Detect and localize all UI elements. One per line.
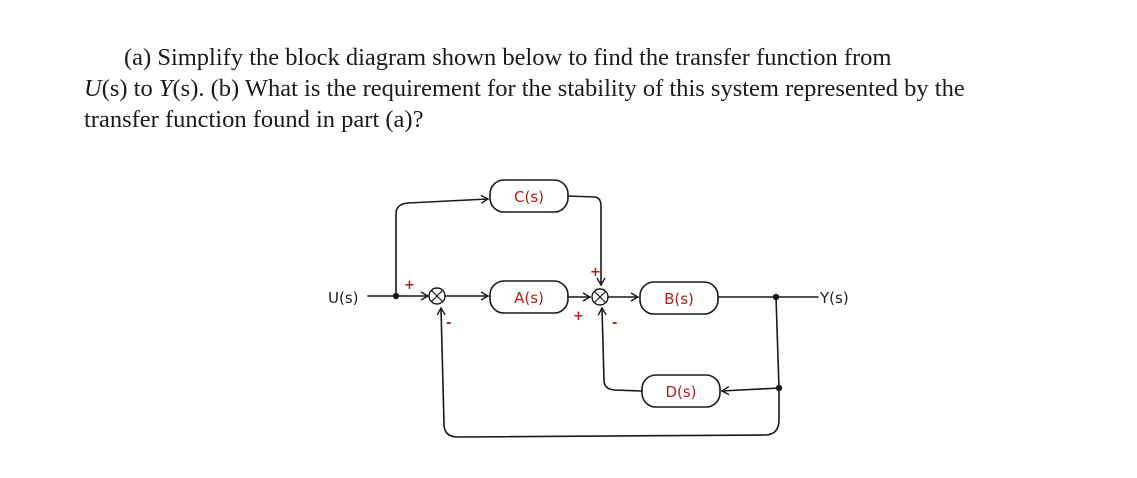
- b-block: [639, 281, 719, 315]
- b-block-label: B(s): [664, 290, 694, 308]
- question-line-2-part-b: (s). (b) What is the requirement for the…: [172, 75, 965, 102]
- u-symbol: U: [84, 75, 102, 102]
- question-line-1: (a) Simplify the block diagram shown bel…: [124, 44, 892, 71]
- question-text: (a) Simplify the block diagram shown bel…: [84, 42, 1094, 135]
- y-down-wire: [436, 296, 780, 438]
- sum1-minus-sign: -: [446, 316, 451, 331]
- d-to-sum2-wire: [597, 306, 643, 392]
- y-to-d-wire: [720, 386, 780, 396]
- a-block-label: A(s): [514, 289, 544, 307]
- question-line-2: U(s) to Y(s). (b) What is the requiremen…: [84, 73, 1094, 104]
- c-input-wire: [395, 194, 490, 297]
- c-block-label: C(s): [514, 188, 544, 206]
- output-label: Y(s): [819, 289, 849, 307]
- d-block-label: D(s): [665, 383, 696, 401]
- question-line-2-part-a: (s) to: [101, 75, 159, 102]
- sum2-minus-sign: -: [612, 316, 617, 331]
- y-symbol: Y: [158, 75, 173, 102]
- sum2-plus-top-sign: +: [590, 265, 601, 280]
- sum2-plus-left-sign: +: [573, 309, 584, 324]
- c-output-wire: [567, 195, 606, 287]
- input-label: U(s): [328, 289, 359, 307]
- sum1-plus-sign: +: [404, 278, 415, 293]
- question-line-3: transfer function found in part (a)?: [84, 106, 424, 133]
